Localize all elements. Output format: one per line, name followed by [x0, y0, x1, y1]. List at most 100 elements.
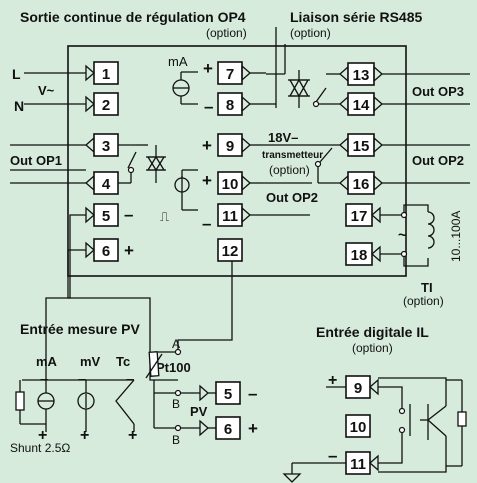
pv-terminal-6-arrow: [199, 419, 209, 437]
terminal-3-number: 3: [102, 138, 110, 155]
terminal-11-number: 11: [222, 208, 238, 225]
pulse-icon: ⎍: [160, 209, 169, 224]
il-terminal-9-number: 9: [354, 380, 362, 397]
pv-terminal-6-number: 6: [224, 421, 232, 438]
terminal-16-out-arrow: [373, 174, 383, 192]
pv-ma-plus: +: [38, 427, 47, 444]
out-op3-label: Out OP3: [412, 84, 464, 99]
terminal-13-arrow: [339, 65, 349, 83]
terminal-12-wire: [177, 261, 233, 352]
ct-label: TI: [421, 280, 433, 295]
op2-relay-contact: [319, 147, 333, 163]
transmitter-label: transmetteur: [262, 150, 323, 161]
ct-ac-label: ~: [398, 227, 407, 244]
terminal-16-arrow: [339, 174, 349, 192]
terminal-4-number: 4: [102, 176, 111, 193]
current-transformer-icon: [400, 204, 435, 267]
op1-contact-dot: [127, 166, 135, 174]
il-option-label: (option): [352, 341, 393, 355]
terminal-14-number: 14: [353, 97, 370, 114]
op3-relay-contact: [315, 87, 327, 103]
pv-terminal-5-sign: –: [248, 384, 257, 403]
transmitter-option-label: (option): [269, 163, 310, 177]
terminal-18-number: 18: [351, 247, 368, 264]
terminal-11-arrow: [241, 206, 251, 224]
pv-ma-minus: –: [40, 371, 48, 388]
wire-pv-minus: [45, 214, 86, 318]
pv-shunt-label: Shunt 2.5Ω: [10, 441, 70, 455]
pv-tc-label: Tc: [116, 354, 130, 369]
pv-tc-plus: +: [128, 427, 137, 444]
ct-range-label: 10...100A: [449, 211, 463, 262]
pv-label: PV: [190, 404, 208, 419]
pv-mv-plus: +: [80, 427, 89, 444]
op1-relay-contact: [127, 151, 137, 169]
terminal-15-arrow: [339, 136, 349, 154]
terminal-10-number: 10: [222, 176, 239, 193]
op4-title: Sortie continue de régulation OP4: [20, 9, 246, 25]
terminal-14-out-arrow: [373, 95, 383, 113]
terminal-2: [93, 92, 119, 116]
pv-pt100-label: Pt100: [156, 360, 191, 375]
terminal-2-arrow: [85, 95, 95, 113]
terminal-5-number: 5: [102, 208, 110, 225]
op3-contact-dot: [312, 100, 320, 108]
terminal-12-number: 12: [222, 243, 239, 260]
optocoupler-icon: [378, 377, 467, 473]
terminal-17-arrow: [371, 206, 381, 224]
terminal-7-sign: +: [203, 59, 213, 78]
terminal-13-number: 13: [353, 67, 370, 84]
il-terminal-9-arrow: [369, 378, 379, 396]
pv-ma-label: mA: [36, 354, 58, 369]
op4-current-source-icon: [172, 71, 198, 105]
terminal-1-number: 1: [102, 66, 110, 83]
terminal-3-arrow: [85, 136, 95, 154]
instrument-body: [67, 45, 407, 277]
op2-contact-dot: [314, 160, 322, 168]
op3-triac-icon: [288, 70, 310, 108]
pv-input-title: Entrée mesure PV: [20, 321, 140, 337]
terminal-16-number: 16: [353, 176, 370, 193]
il-terminal-9-sign: +: [328, 372, 337, 389]
op1-triac-icon: [146, 145, 166, 183]
terminal-8-arrow: [241, 95, 251, 113]
terminal-9-number: 9: [226, 138, 234, 155]
power-voltage-label: V~: [38, 83, 55, 98]
terminal-4-arrow: [85, 174, 95, 192]
terminal-8-sign: –: [204, 97, 213, 116]
terminal-12: [217, 238, 243, 262]
pv-sensor-wiring: [15, 250, 200, 432]
terminal-9-sign: +: [202, 136, 212, 155]
il-terminal-10: [345, 414, 371, 438]
terminal-18-arrow: [371, 245, 381, 263]
terminal-17-number: 17: [351, 208, 368, 225]
pv-a-label: A: [172, 337, 180, 351]
terminal-5-sign: –: [124, 205, 133, 224]
pv-b1-label: B: [172, 397, 180, 411]
rs485-option-label: (option): [290, 26, 331, 40]
terminal-10-sign: +: [202, 171, 212, 190]
terminal-8-number: 8: [226, 97, 234, 114]
pv-mv-minus: –: [78, 371, 86, 388]
il-contact-wiring: [282, 386, 411, 483]
pv-terminal-5-arrow: [199, 384, 209, 402]
op2-ssr-icon: [174, 169, 198, 194]
terminal-5: [93, 203, 119, 227]
terminal-13-out-arrow: [373, 65, 383, 83]
terminal-11-sign: –: [202, 214, 211, 233]
out-op2-mid-label: Out OP2: [266, 190, 318, 205]
ct-option-label: (option): [403, 294, 444, 308]
terminal-6-arrow: [85, 241, 95, 259]
transmitter-voltage-label: 18V–: [268, 130, 298, 145]
terminal-1: [93, 61, 119, 85]
terminal-7-arrow: [241, 64, 251, 82]
terminal-6: [93, 238, 119, 262]
terminal-15-out-arrow: [373, 136, 383, 154]
il-terminal-11-arrow: [369, 454, 379, 472]
op4-unit-label: mA: [168, 54, 188, 69]
il-title: Entrée digitale IL: [316, 324, 429, 340]
il-terminal-10-number: 10: [350, 419, 367, 436]
terminal-9-arrow: [241, 136, 251, 154]
terminal-5-arrow: [85, 206, 95, 224]
pv-terminal-6-sign: +: [248, 419, 258, 438]
